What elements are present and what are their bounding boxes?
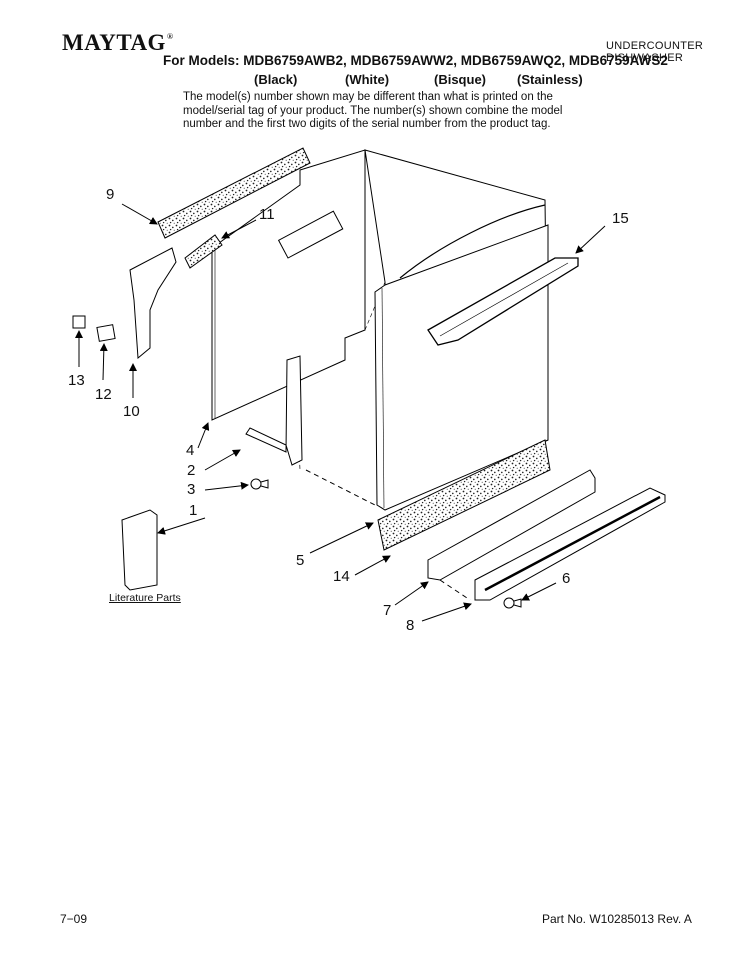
socket-13 <box>72 315 86 329</box>
maytag-logo: MAYTAG® <box>62 30 174 55</box>
footer-date: 7−09 <box>60 912 88 926</box>
insulation-strip-9 <box>157 147 311 239</box>
gasket-11 <box>184 234 223 269</box>
variant-black: (Black) <box>254 72 298 87</box>
variant-stainless: (Stainless) <box>517 72 583 87</box>
callout-11: 11 <box>259 206 275 223</box>
insulation-strip-14 <box>377 439 551 551</box>
callout-5: 5 <box>296 552 305 569</box>
callout-4: 4 <box>186 442 195 459</box>
callout-6: 6 <box>562 570 571 587</box>
callout-1: 1 <box>189 502 198 519</box>
callout-14: 14 <box>333 568 350 585</box>
variant-bisque: (Bisque) <box>434 72 486 87</box>
category-line-2: DISHWASHER <box>606 52 684 64</box>
models-line: For Models: MDB6759AWB2, MDB6759AWW2, MD… <box>163 53 668 68</box>
variant-white: (White) <box>345 72 390 87</box>
callout-8: 8 <box>406 617 415 634</box>
screw-3 <box>250 478 269 490</box>
callout-9: 9 <box>106 186 115 203</box>
category-line-1: UNDERCOUNTER <box>606 40 704 52</box>
toe-panel <box>427 469 596 581</box>
literature-parts-label: Literature Parts <box>109 592 181 604</box>
callout-13: 13 <box>68 372 85 389</box>
screw-6 <box>503 597 522 609</box>
hinge-bracket <box>245 355 303 466</box>
callout-12: 12 <box>95 386 112 403</box>
callout-7: 7 <box>383 602 392 619</box>
callout-3: 3 <box>187 481 196 498</box>
callout-15: 15 <box>612 210 629 227</box>
model-note: The model(s) number shown may be differe… <box>183 91 563 130</box>
panel-handle-opening <box>277 210 344 259</box>
footer-part-number: Part No. W10285013 Rev. A <box>542 912 692 926</box>
callout-2: 2 <box>187 462 196 479</box>
block-12 <box>96 324 116 342</box>
door-handle <box>427 257 579 346</box>
left-bracket <box>129 247 177 360</box>
product-category: UNDERCOUNTER DISHWASHER <box>606 40 703 64</box>
callout-10: 10 <box>123 403 140 420</box>
literature-card <box>121 509 158 591</box>
